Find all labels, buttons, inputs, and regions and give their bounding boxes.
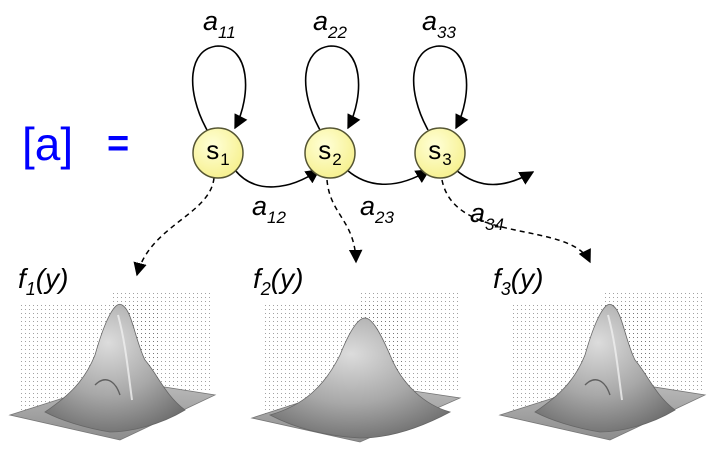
- emission-label-2: f2(y): [253, 263, 304, 299]
- transition-arrow-34: [455, 169, 535, 186]
- density-surface-3: [498, 292, 707, 441]
- emission-arrow-2: [326, 179, 363, 264]
- forward-transition-label-12: a12: [252, 191, 286, 227]
- emission-label-3: f3(y): [493, 263, 544, 299]
- emission-label-1: f1(y): [18, 263, 69, 299]
- state-node-1: [192, 127, 244, 179]
- emission-arrow-1: [133, 177, 215, 277]
- emission-arrow-3: [441, 179, 591, 264]
- state-label-3: s3: [428, 135, 452, 169]
- self-loop-3: [412, 45, 469, 131]
- forward-transition-label-34: a34: [470, 198, 504, 234]
- state-node-3: [414, 127, 466, 179]
- self-transition-label-1: a11: [203, 6, 236, 42]
- transition-matrix-label: [a]: [22, 118, 74, 170]
- state-label-2: s2: [318, 135, 342, 169]
- density-surface-2: [250, 292, 462, 443]
- forward-transition-label-23: a23: [360, 191, 394, 227]
- state-label-1: s1: [206, 135, 230, 169]
- self-loop-1: [191, 45, 248, 131]
- self-transition-label-2: a22: [313, 6, 347, 42]
- transition-arrow-12: [234, 169, 321, 188]
- state-node-2: [304, 127, 356, 179]
- equals-sign: =: [107, 123, 130, 165]
- self-loop-2: [304, 45, 361, 131]
- transition-arrow-23: [346, 169, 431, 186]
- self-transition-label-3: a33: [422, 6, 456, 42]
- density-surface-1: [8, 292, 217, 441]
